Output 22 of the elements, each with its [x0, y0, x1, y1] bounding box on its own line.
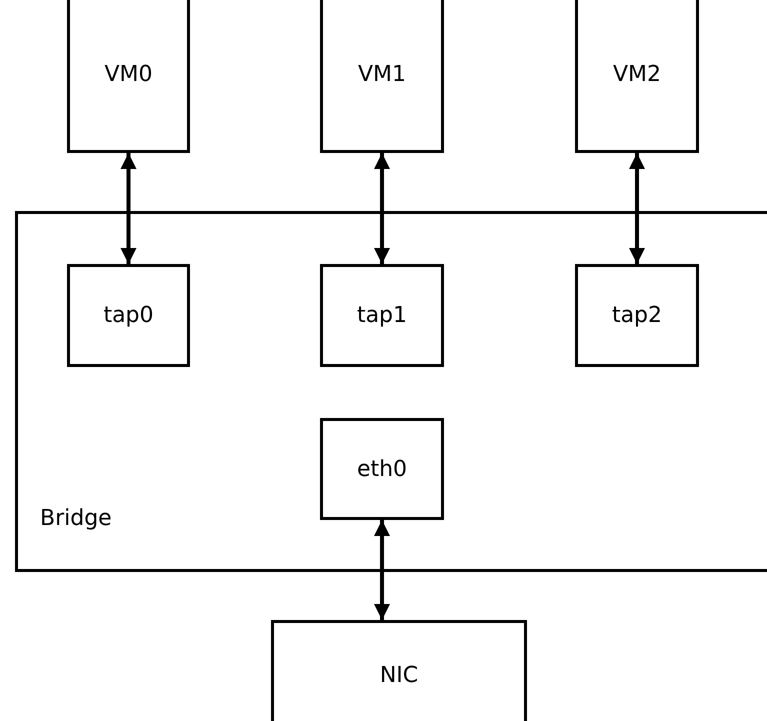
box-label: VM2 [612, 62, 662, 87]
component-box [67, 0, 190, 153]
double-arrow [120, 153, 136, 264]
box-label: eth0 [356, 456, 408, 482]
component-box [320, 0, 444, 153]
box-label: NIC [380, 662, 418, 688]
bridge-container [15, 211, 767, 572]
box-label: tap1 [356, 303, 408, 328]
box-label: tap2 [612, 303, 662, 328]
component-box [575, 0, 699, 153]
double-arrow [629, 153, 645, 264]
component-box [320, 264, 444, 367]
double-arrow [374, 520, 390, 620]
component-box [271, 620, 527, 721]
box-label: VM0 [104, 62, 153, 87]
component-box [320, 418, 444, 520]
container-label: Bridge [40, 506, 112, 531]
box-label: tap0 [103, 303, 154, 328]
box-label: VM1 [358, 62, 406, 87]
double-arrow [374, 153, 390, 264]
component-box [575, 264, 699, 367]
component-box [67, 264, 190, 367]
